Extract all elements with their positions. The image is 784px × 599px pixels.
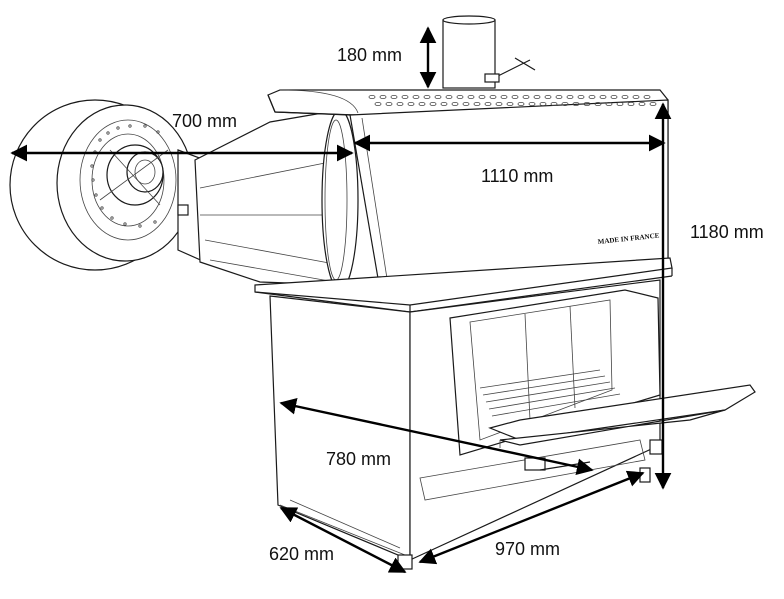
label-front-width: 970 mm	[495, 539, 561, 559]
label-hood-width: 1110 mm	[481, 166, 554, 186]
conical-duct	[194, 109, 359, 291]
damper-handle	[484, 57, 536, 83]
label-blower-width: 700 mm	[172, 111, 238, 131]
label-diagonal-depth: 780 mm	[326, 449, 392, 469]
label-chimney-height: 180 mm	[337, 45, 403, 65]
label-total-height: 1180 mm	[690, 222, 764, 242]
dim-arrow-front-width	[418, 470, 645, 565]
dim-arrow-side-depth	[279, 506, 407, 574]
dim-arrow-diagonal	[279, 397, 594, 476]
label-side-depth: 620 mm	[269, 544, 335, 564]
mantel-ledge	[254, 257, 673, 313]
